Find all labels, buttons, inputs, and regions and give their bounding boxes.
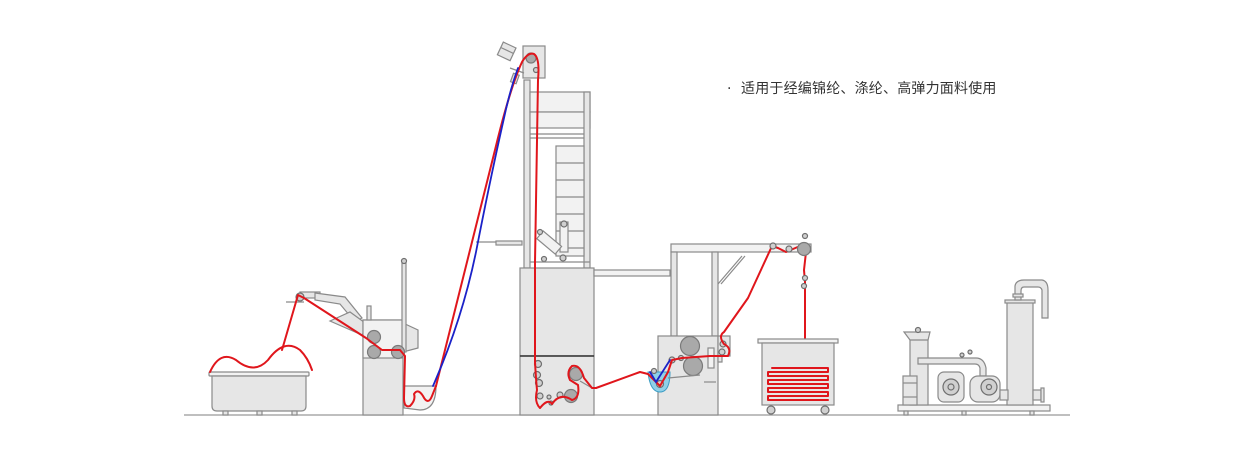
connecting-beam bbox=[593, 269, 671, 277]
fabric-path-lift bbox=[435, 52, 597, 409]
feed-cart bbox=[208, 344, 313, 416]
alt-fabric-path-lift bbox=[432, 67, 519, 387]
tall-tower bbox=[476, 41, 595, 416]
fabric-pile bbox=[209, 344, 313, 373]
pump-system bbox=[897, 279, 1051, 416]
caption-text: 适用于经编锦纶、涤纶、高弹力面料使用 bbox=[741, 81, 997, 97]
fabric-path-feed bbox=[281, 294, 437, 408]
caption-bullet: · bbox=[727, 81, 732, 97]
alt-fabric-path-padder bbox=[649, 359, 671, 384]
application-caption: · 适用于经编锦纶、涤纶、高弹力面料使用 bbox=[727, 78, 997, 98]
plaiting-cart bbox=[757, 338, 839, 415]
plaited-fabric bbox=[767, 367, 829, 401]
unfolding-unit bbox=[286, 257, 437, 416]
overhead-beam-rollers bbox=[769, 232, 812, 290]
